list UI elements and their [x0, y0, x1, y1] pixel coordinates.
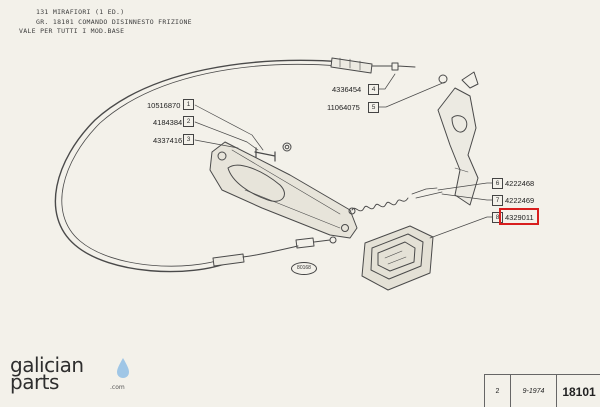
figure-code: 80168 [291, 262, 317, 275]
logo-line-2: parts [10, 370, 59, 394]
part-number-2[interactable]: 4184384 [153, 118, 183, 127]
leader-2 [194, 121, 259, 151]
leader-6 [437, 182, 493, 191]
group-number: 18101 [562, 384, 596, 399]
pivot-bolt [254, 147, 276, 162]
logo-domain: .com [110, 384, 125, 391]
pedal-bracket [437, 87, 479, 206]
callout-8: 8 [492, 212, 503, 223]
part-number-7[interactable]: 4222469 [505, 196, 535, 205]
part-number-1[interactable]: 10516870 [147, 101, 181, 110]
highlight-box [499, 208, 539, 225]
rubber-boot [361, 225, 434, 291]
logo-drop-icon [117, 358, 129, 378]
header-line-1: 131 MIRAFIORI (1 ED.) [36, 8, 125, 16]
return-spring [351, 197, 409, 212]
galicianparts-logo: galician parts .com [10, 355, 140, 397]
cable-upper-ferrule [330, 57, 373, 74]
part-number-3[interactable]: 4337416 [153, 136, 183, 145]
leader-8 [429, 216, 493, 239]
callout-4: 4 [368, 84, 379, 95]
clutch-cable [54, 59, 346, 273]
leader-3 [194, 139, 239, 149]
sheet-date: 9-1974 [511, 375, 557, 407]
clutch-cable-inner [61, 64, 341, 267]
cable-lower-end [212, 253, 245, 267]
header-line-3: VALE PER TUTTI I MOD.BASE [19, 27, 125, 35]
callout-6: 6 [492, 178, 503, 189]
callout-1: 1 [183, 99, 194, 110]
callout-2: 2 [183, 116, 194, 127]
leader-7 [441, 193, 493, 201]
sheet-number: 2 [485, 375, 511, 407]
part-number-4[interactable]: 4336454 [332, 85, 362, 94]
part-number-8[interactable]: 4329011 [505, 213, 534, 222]
logo-line-1: galician [10, 353, 84, 377]
leader-1 [194, 104, 264, 151]
callout-7: 7 [492, 195, 503, 206]
callout-5: 5 [368, 102, 379, 113]
part-number-5[interactable]: 11064075 [327, 103, 360, 112]
part-number-6[interactable]: 4222468 [505, 179, 535, 188]
leader-5 [377, 81, 446, 108]
header-line-2: GR. 18101 COMANDO DISINNESTO FRIZIONE [36, 18, 192, 26]
leader-4 [377, 73, 396, 90]
callout-3: 3 [183, 134, 194, 145]
title-block: 2 9-1974 18101 [484, 374, 600, 407]
